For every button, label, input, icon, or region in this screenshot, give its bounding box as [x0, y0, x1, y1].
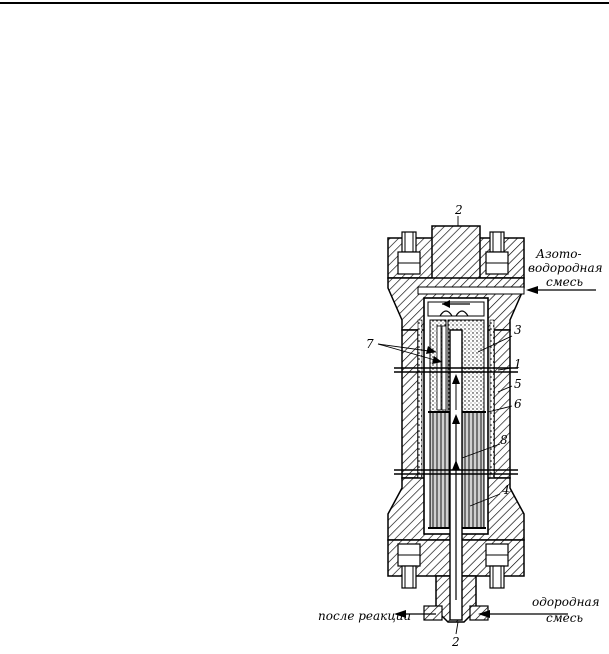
inlet-label-line1: Азото- — [535, 247, 582, 261]
top-flow-arrow — [442, 300, 450, 308]
inlet-arrow — [526, 286, 596, 294]
bottom-right-label-line2: смесь — [546, 611, 583, 625]
leader-arrow-7a — [426, 346, 436, 354]
header-rule — [0, 2, 609, 4]
label-5: 5 — [514, 377, 522, 391]
leader-lines — [377, 216, 513, 635]
bottom-right-label-line1: одородная — [532, 595, 600, 609]
body-flanges — [394, 367, 518, 475]
inlet-label-line3: смесь — [546, 275, 583, 289]
label-2-bottom: 2 — [451, 635, 460, 649]
leader-arrow-7b — [432, 356, 442, 364]
label-8: 8 — [500, 433, 508, 447]
bottom-right-arrow — [478, 610, 568, 618]
label-6: 6 — [514, 397, 522, 411]
central-pipe — [449, 329, 463, 621]
top-bolts — [397, 231, 509, 275]
label-7: 7 — [366, 337, 374, 351]
inlet-label-line2: водородная — [528, 261, 603, 275]
bottom-bolts — [397, 543, 509, 589]
outlet-arrow — [394, 610, 436, 618]
label-1: 1 — [514, 357, 522, 371]
label-4: 4 — [501, 483, 510, 497]
label-2-top: 2 — [454, 203, 463, 217]
outlet-label: после реакции — [318, 609, 411, 623]
label-3: 3 — [514, 323, 522, 337]
